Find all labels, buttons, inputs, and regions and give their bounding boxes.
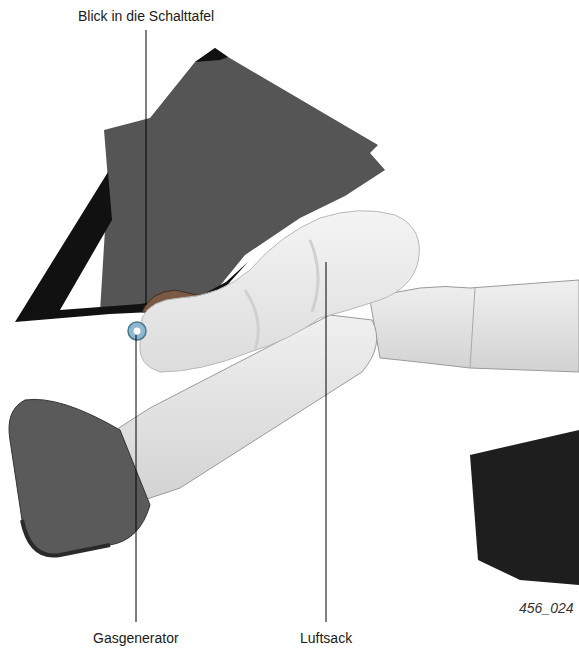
leader-line [326, 262, 327, 622]
shoe [9, 399, 150, 555]
leader-line [136, 335, 137, 622]
airbag [140, 211, 419, 372]
figure-number: 456_024 [519, 600, 574, 616]
dashboard-edge [195, 48, 228, 62]
airbag-fold [310, 240, 318, 312]
leader-line [146, 30, 147, 305]
thigh-seam [470, 288, 475, 368]
part-label: Luftsack [300, 630, 352, 646]
part-label: Blick in die Schalttafel [78, 8, 214, 24]
seat [470, 430, 579, 585]
gas-generator [128, 322, 146, 340]
gas-generator-core [134, 328, 141, 335]
part-label: Gasgenerator [93, 630, 179, 646]
thigh [370, 280, 579, 372]
shoe-sole [22, 520, 110, 556]
airbag-fold [245, 290, 258, 350]
